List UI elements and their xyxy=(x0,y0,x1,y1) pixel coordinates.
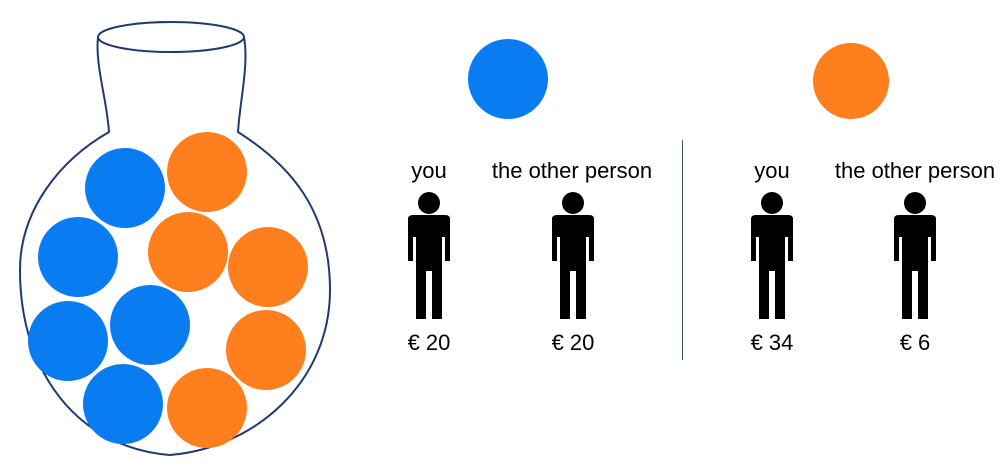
jar xyxy=(18,21,332,457)
person-icons xyxy=(408,192,936,319)
option-balls xyxy=(468,39,889,119)
jar-ball-4 xyxy=(148,212,228,292)
jar-ball-1 xyxy=(85,148,165,228)
person-icon xyxy=(751,192,793,319)
jar-ball-10 xyxy=(167,368,247,448)
jar-outline xyxy=(18,36,332,457)
person-icon xyxy=(408,192,450,319)
recipient-label-other-left: the other person xyxy=(491,158,653,183)
option-divider xyxy=(682,140,683,360)
jar-mouth xyxy=(97,21,245,53)
recipient-label-you-right: you xyxy=(754,158,790,183)
jar-ball-9 xyxy=(83,364,163,444)
person-icon xyxy=(552,192,594,319)
amount-you-left: € 20 xyxy=(407,330,451,355)
person-icon xyxy=(894,192,936,319)
jar-ball-8 xyxy=(226,310,306,390)
jar-balls xyxy=(28,132,308,448)
amount-other-left: € 20 xyxy=(551,330,595,355)
jar-ball-6 xyxy=(28,301,108,381)
option-orange-ball xyxy=(813,43,889,119)
jar-ball-3 xyxy=(38,217,118,297)
recipient-label-other-right: the other person xyxy=(834,158,996,183)
amount-other-right: € 6 xyxy=(899,330,931,355)
jar-ball-7 xyxy=(110,285,190,365)
jar-ball-5 xyxy=(228,227,308,307)
jar-ball-2 xyxy=(167,132,247,212)
recipient-label-you-left: you xyxy=(411,158,447,183)
option-blue-ball xyxy=(468,39,548,119)
amount-you-right: € 34 xyxy=(750,330,794,355)
